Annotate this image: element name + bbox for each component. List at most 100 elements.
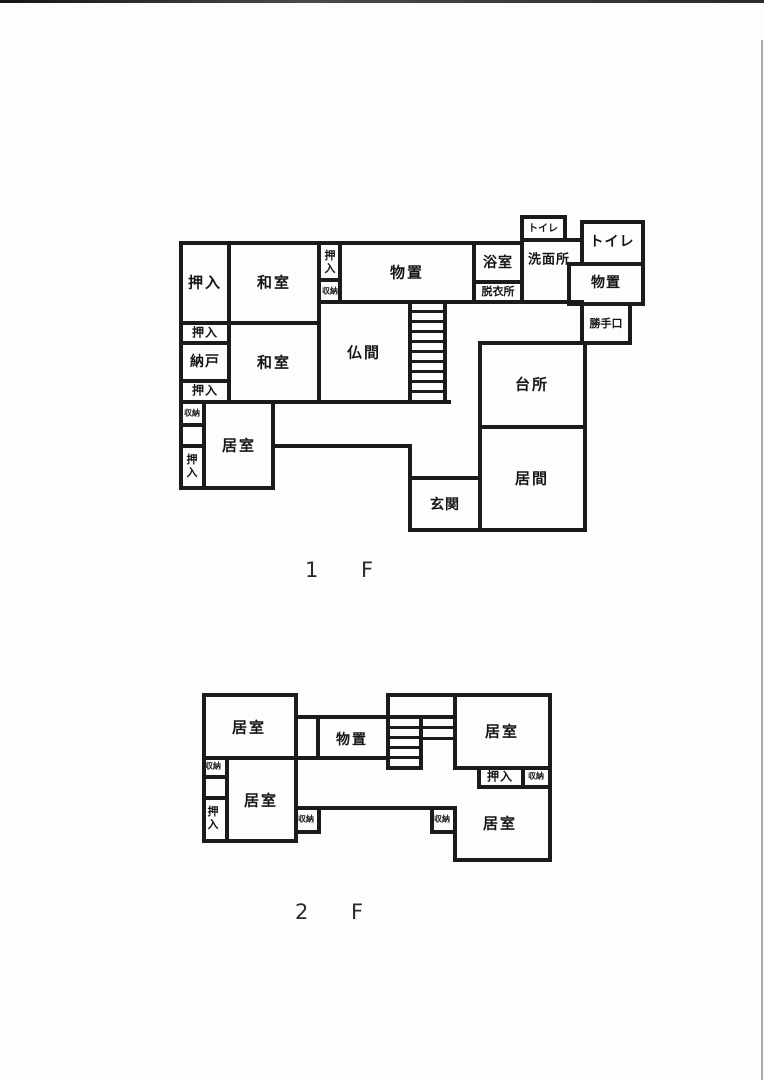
room-label-shunou-left: 収納 [184, 408, 200, 418]
stairs-step [423, 726, 453, 729]
stairs-step [412, 380, 443, 383]
room-label-toilet-small: トイレ [528, 223, 558, 235]
wall-segment [386, 693, 390, 770]
floor1-title: 1 F [304, 558, 392, 582]
room-label-oshiire-left: 押入 [186, 452, 198, 479]
wall-segment [548, 693, 552, 862]
room-label-shunou-2f-left: 収納 [205, 761, 221, 771]
stairs-step [390, 746, 419, 749]
wall-segment [179, 321, 321, 325]
wall-segment [478, 341, 632, 345]
wall-segment [521, 766, 525, 789]
stairs-step [412, 350, 443, 353]
stairs-step [390, 756, 419, 759]
wall-segment [419, 715, 423, 770]
wall-segment [472, 241, 476, 304]
wall-segment [477, 785, 552, 789]
wall-segment [317, 241, 321, 404]
room-label-kyoshitsu-2f-bottom-right: 居室 [482, 814, 518, 833]
room-label-genkan: 玄関 [430, 497, 460, 513]
wall-segment [520, 215, 524, 304]
room-label-oshiire-middle: 押入 [191, 325, 219, 340]
room-label-senmenjo: 洗面所 [527, 252, 571, 268]
wall-segment [179, 379, 231, 383]
room-label-monooki-right: 物置 [591, 275, 621, 291]
wall-segment [430, 830, 457, 834]
wall-segment [202, 400, 206, 490]
stairs-step [412, 320, 443, 323]
wall-segment [580, 220, 584, 266]
room-label-kyoshitsu-1f: 居室 [221, 436, 257, 455]
wall-segment [294, 806, 457, 810]
room-label-oshiire-2f-right: 押入 [486, 769, 514, 784]
room-label-ima: 居間 [514, 469, 550, 488]
wall-segment [628, 302, 632, 345]
wall-segment [294, 693, 298, 843]
room-label-katteguchi: 勝手口 [589, 317, 623, 330]
room-label-monooki-top: 物置 [389, 263, 425, 282]
wall-segment [443, 300, 447, 404]
wall-segment [294, 715, 457, 719]
wall-segment [408, 476, 482, 480]
stairs-step [390, 726, 419, 729]
room-label-shunou-top: 収納 [322, 286, 338, 296]
room-label-toilet-large: トイレ [589, 234, 635, 250]
wall-segment [453, 693, 457, 770]
wall-segment [580, 302, 584, 345]
stairs-step [412, 330, 443, 333]
wall-segment [453, 806, 457, 862]
wall-segment [317, 806, 321, 834]
wall-segment [202, 693, 298, 697]
wall-segment [316, 715, 320, 760]
wall-segment [179, 341, 231, 345]
room-label-oshiire-2f-left: 押入 [207, 804, 219, 831]
wall-segment [338, 241, 342, 304]
wall-segment [520, 215, 567, 219]
room-label-shunou-2f-hall-left: 収納 [298, 814, 314, 824]
wall-segment [271, 400, 275, 490]
room-label-washitsu-middle: 和室 [256, 353, 292, 372]
wall-segment [583, 341, 587, 532]
room-label-oshiire-lower: 押入 [191, 383, 219, 398]
wall-segment [477, 766, 481, 789]
stairs-step [412, 370, 443, 373]
wall-segment [430, 806, 434, 834]
wall-segment [179, 400, 451, 404]
wall-segment [202, 839, 298, 843]
wall-segment [179, 241, 183, 490]
wall-segment [408, 444, 412, 532]
wall-segment [641, 220, 645, 306]
stairs-step [390, 736, 419, 739]
wall-segment [202, 693, 206, 843]
room-label-datsuijo: 脱衣所 [481, 285, 515, 298]
wall-segment [580, 220, 645, 224]
room-label-kyoshitsu-2f-bottom-left: 居室 [243, 791, 279, 810]
wall-segment [202, 796, 229, 800]
wall-segment [271, 444, 412, 448]
wall-segment [386, 766, 423, 770]
wall-segment [408, 300, 412, 404]
wall-segment [478, 341, 482, 532]
wall-segment [202, 775, 229, 779]
room-label-shunou-2f-hall-right: 収納 [434, 814, 450, 824]
wall-segment [453, 858, 552, 862]
stairs-step [412, 310, 443, 313]
wall-segment [563, 215, 567, 242]
wall-segment [317, 300, 584, 304]
wall-segment [294, 830, 321, 834]
wall-segment [520, 238, 584, 242]
room-label-kyoshitsu-2f-top-left: 居室 [231, 718, 267, 737]
stairs-step [423, 737, 453, 740]
room-label-shunou-2f-right: 収納 [528, 771, 544, 781]
wall-segment [225, 756, 229, 843]
room-label-nando: 納戸 [190, 354, 220, 370]
wall-segment [567, 302, 645, 306]
wall-segment [408, 528, 587, 532]
wall-segment [227, 241, 231, 404]
stairs-step [412, 340, 443, 343]
wall-segment [567, 262, 645, 266]
room-label-kyoshitsu-2f-top-right: 居室 [484, 722, 520, 741]
room-label-butsuma: 仏間 [346, 343, 382, 362]
stairs-step [412, 390, 443, 393]
